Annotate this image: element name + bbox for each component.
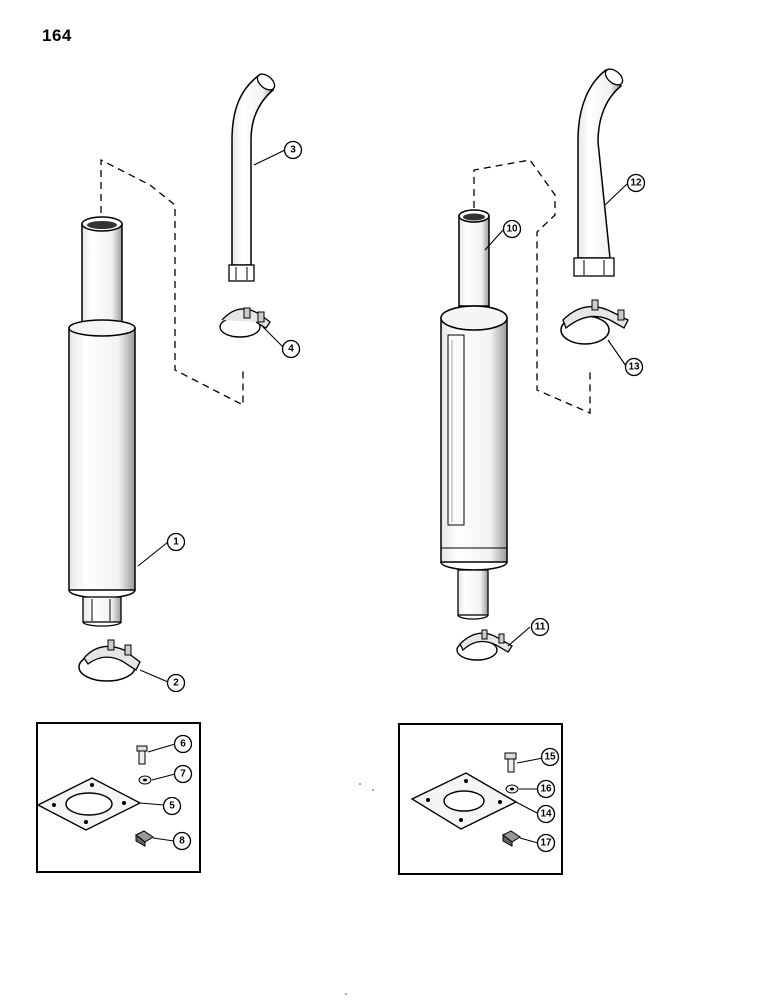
svg-text:3: 3 xyxy=(290,145,296,156)
svg-text:6: 6 xyxy=(180,739,186,750)
callout-7: 7 xyxy=(173,764,193,784)
svg-text:17: 17 xyxy=(540,838,552,849)
svg-text:5: 5 xyxy=(169,801,175,812)
svg-text:4: 4 xyxy=(288,344,294,355)
svg-text:14: 14 xyxy=(540,809,552,820)
callout-5: 5 xyxy=(162,796,182,816)
gasket-plate-part-14 xyxy=(410,772,518,830)
callout-6: 6 xyxy=(173,734,193,754)
clamp-part-13 xyxy=(560,299,629,345)
svg-text:12: 12 xyxy=(630,178,642,189)
exhaust-pipe-part-3 xyxy=(228,73,276,282)
inset-box-left xyxy=(36,722,201,873)
callout-16: 16 xyxy=(536,779,556,799)
svg-text:11: 11 xyxy=(535,622,546,633)
bolt-part-15 xyxy=(504,752,517,773)
alignment-line-right xyxy=(473,159,591,414)
clamp-part-4 xyxy=(219,307,271,338)
callout-17: 17 xyxy=(536,833,556,853)
muffler-part-1 xyxy=(68,216,136,627)
callout-11: 11 xyxy=(530,617,550,637)
svg-text:8: 8 xyxy=(179,836,185,847)
svg-text:1: 1 xyxy=(173,537,179,548)
callout-13: 13 xyxy=(624,357,644,377)
nut-part-17 xyxy=(502,830,521,847)
callout-1: 1 xyxy=(166,532,186,552)
nut-part-8 xyxy=(135,830,154,847)
page-number: 164 xyxy=(42,26,72,45)
washer-part-16 xyxy=(505,784,519,794)
callout-10: 10 xyxy=(502,219,522,239)
muffler-part-10 xyxy=(440,209,508,620)
callout-15: 15 xyxy=(540,747,560,767)
svg-text:7: 7 xyxy=(180,769,186,780)
callout-4: 4 xyxy=(281,339,301,359)
clamp-part-11 xyxy=(456,629,513,661)
svg-text:13: 13 xyxy=(628,362,640,373)
svg-text:16: 16 xyxy=(540,784,552,795)
leader-lines xyxy=(137,149,628,844)
callout-2: 2 xyxy=(166,673,186,693)
clamp-part-2 xyxy=(78,639,141,682)
svg-text:10: 10 xyxy=(506,224,518,235)
svg-text:15: 15 xyxy=(544,752,556,763)
alignment-line-left xyxy=(100,158,244,407)
washer-part-7 xyxy=(138,775,152,785)
callout-3: 3 xyxy=(283,140,303,160)
bolt-part-6 xyxy=(136,745,148,765)
exhaust-pipe-part-12 xyxy=(573,68,624,277)
inset-box-right xyxy=(398,723,563,875)
gasket-plate-part-5 xyxy=(36,777,142,831)
callout-14: 14 xyxy=(536,804,556,824)
callout-12: 12 xyxy=(626,173,646,193)
svg-text:2: 2 xyxy=(173,678,179,689)
callout-8: 8 xyxy=(172,831,192,851)
